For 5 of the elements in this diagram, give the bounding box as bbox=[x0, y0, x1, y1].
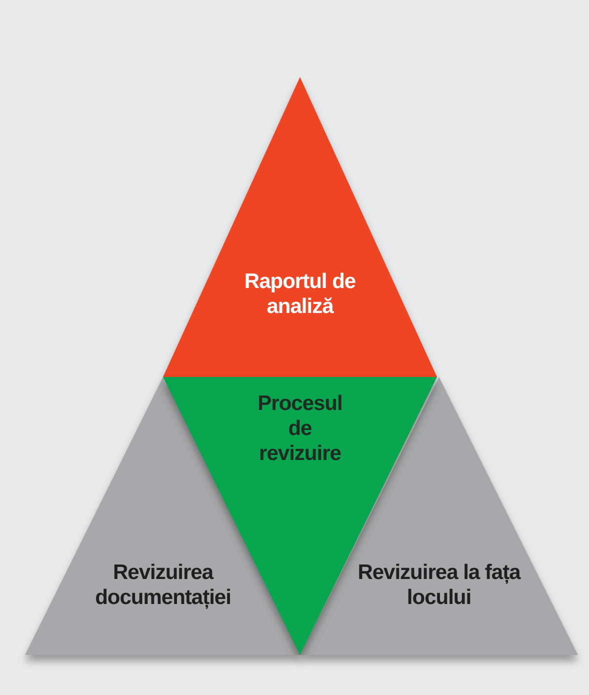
triangle-label: Revizuirea documentației bbox=[94, 560, 232, 610]
triangle-label: Procesul de revizuire bbox=[256, 391, 344, 467]
triangle-label: Revizuirea la fața locului bbox=[356, 560, 522, 610]
triangle bbox=[163, 77, 437, 377]
triangle-label: Raportul de analiză bbox=[243, 269, 357, 320]
